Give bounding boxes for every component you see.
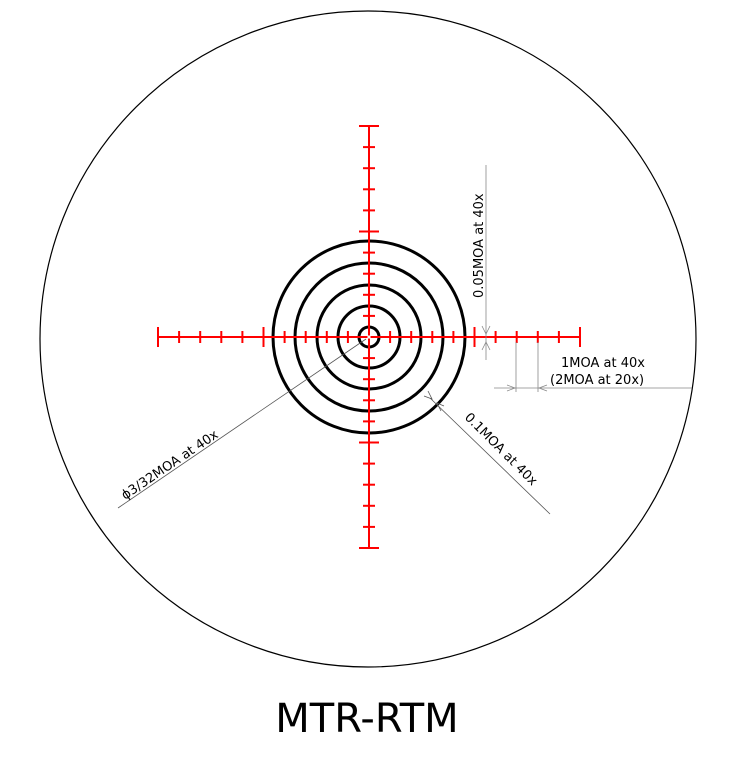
ring-thickness-label: 0.1MOA at 40x <box>461 410 540 489</box>
center-dot-leader <box>117 338 367 509</box>
center-dot <box>367 335 371 339</box>
center-dot-label: ϕ3/32MOA at 40x <box>119 427 222 503</box>
tick-spacing-label-1: 1MOA at 40x <box>561 356 645 371</box>
line-thickness-dimension <box>481 165 491 360</box>
tick-spacing-label-2: (2MOA at 20x) <box>550 373 644 388</box>
ring-thickness-leader <box>423 390 551 515</box>
line-thickness-label: 0.05MOA at 40x <box>472 193 487 298</box>
crosshair <box>157 125 581 549</box>
field-of-view-circle <box>39 10 697 668</box>
tick-spacing-dimension <box>494 342 692 392</box>
reticle-title: MTR-RTM <box>275 696 459 742</box>
